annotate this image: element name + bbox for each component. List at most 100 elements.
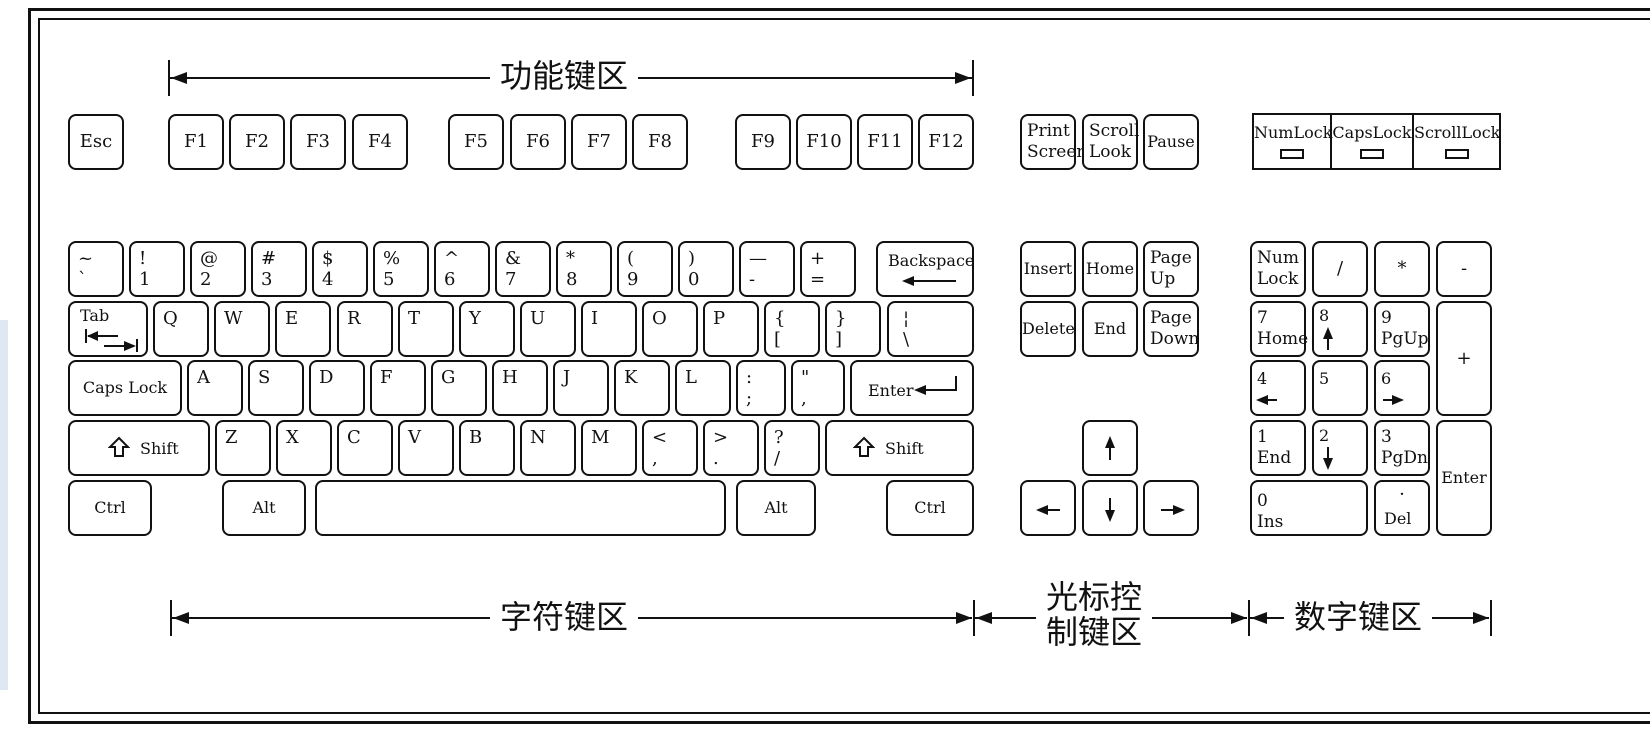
key-u[interactable]: U [520,301,576,357]
key-s[interactable]: S [248,360,304,416]
key-minus[interactable]: —- [739,241,795,297]
key-f12[interactable]: F12 [918,114,974,170]
key-arrow-down[interactable] [1082,480,1138,536]
key-np-minus[interactable]: - [1436,241,1492,297]
key-6[interactable]: ^6 [434,241,490,297]
key-d[interactable]: D [309,360,365,416]
key-caps-lock[interactable]: Caps Lock [68,360,182,416]
key-np-5[interactable]: 5 [1312,360,1368,416]
key-home[interactable]: Home [1082,241,1138,297]
key-space[interactable] [315,480,726,536]
key-b[interactable]: B [459,420,515,476]
key-end[interactable]: End [1082,301,1138,357]
key-f8[interactable]: F8 [632,114,688,170]
key-quote[interactable]: ", [791,360,845,416]
key-pause[interactable]: Pause [1143,114,1199,170]
key-q[interactable]: Q [153,301,209,357]
key-equals[interactable]: += [800,241,856,297]
key-enter[interactable]: Enter [850,360,974,416]
key-0[interactable]: )0 [678,241,734,297]
key-semicolon[interactable]: :; [736,360,786,416]
key-n[interactable]: N [520,420,576,476]
key-right-ctrl[interactable]: Ctrl [886,480,974,536]
key-f3[interactable]: F3 [290,114,346,170]
key-backtick[interactable]: ~` [68,241,124,297]
key-p[interactable]: P [703,301,759,357]
key-f4[interactable]: F4 [352,114,408,170]
key-m[interactable]: M [581,420,637,476]
key-1[interactable]: !1 [129,241,185,297]
key-2[interactable]: @2 [190,241,246,297]
key-left-bracket[interactable]: {[ [764,301,820,357]
key-8[interactable]: *8 [556,241,612,297]
key-np-6[interactable]: 6 [1374,360,1430,416]
key-right-alt[interactable]: Alt [736,480,816,536]
key-arrow-up[interactable] [1082,420,1138,476]
key-f6[interactable]: F6 [510,114,566,170]
key-3[interactable]: #3 [251,241,307,297]
key-np-plus[interactable]: + [1436,301,1492,416]
key-esc[interactable]: Esc [68,114,124,170]
key-left-alt[interactable]: Alt [222,480,306,536]
key-comma[interactable]: <, [642,420,698,476]
key-w[interactable]: W [214,301,270,357]
key-np-divide[interactable]: / [1312,241,1368,297]
key-backspace[interactable]: Backspace [876,241,974,297]
key-delete[interactable]: Delete [1020,301,1076,357]
key-np-multiply[interactable]: * [1374,241,1430,297]
key-a[interactable]: A [187,360,243,416]
key-c[interactable]: C [337,420,393,476]
key-np-enter[interactable]: Enter [1436,420,1492,536]
key-t[interactable]: T [398,301,454,357]
key-f11[interactable]: F11 [857,114,913,170]
key-f7[interactable]: F7 [571,114,627,170]
key-j[interactable]: J [553,360,609,416]
key-f[interactable]: F [370,360,426,416]
key-o[interactable]: O [642,301,698,357]
key-l[interactable]: L [675,360,731,416]
key-backslash[interactable]: ¦\ [887,301,974,357]
key-tab[interactable]: Tab [68,301,148,357]
key-9[interactable]: (9 [617,241,673,297]
key-period[interactable]: >. [703,420,759,476]
key-7[interactable]: &7 [495,241,551,297]
key-right-bracket[interactable]: }] [825,301,881,357]
key-left-ctrl[interactable]: Ctrl [68,480,152,536]
key-f2[interactable]: F2 [229,114,285,170]
key-np-8[interactable]: 8 [1312,301,1368,357]
key-y[interactable]: Y [459,301,515,357]
key-v[interactable]: V [398,420,454,476]
key-arrow-left[interactable] [1020,480,1076,536]
key-np-4[interactable]: 4 [1250,360,1306,416]
key-left-shift[interactable]: Shift [68,420,210,476]
key-np-2[interactable]: 2 [1312,420,1368,476]
key-arrow-right[interactable] [1143,480,1199,536]
key-f5[interactable]: F5 [448,114,504,170]
key-f10[interactable]: F10 [796,114,852,170]
key-h[interactable]: H [492,360,548,416]
key-4[interactable]: $4 [312,241,368,297]
key-i[interactable]: I [581,301,637,357]
key-f9[interactable]: F9 [735,114,791,170]
key-np-decimal[interactable]: ·Del [1374,480,1430,536]
key-g[interactable]: G [431,360,487,416]
key-e[interactable]: E [275,301,331,357]
key-z[interactable]: Z [215,420,271,476]
key-k[interactable]: K [614,360,670,416]
key-5[interactable]: %5 [373,241,429,297]
key-insert[interactable]: Insert [1020,241,1076,297]
key-slash[interactable]: ?/ [764,420,820,476]
key-x[interactable]: X [276,420,332,476]
key-r[interactable]: R [337,301,393,357]
key-f1[interactable]: F1 [168,114,224,170]
